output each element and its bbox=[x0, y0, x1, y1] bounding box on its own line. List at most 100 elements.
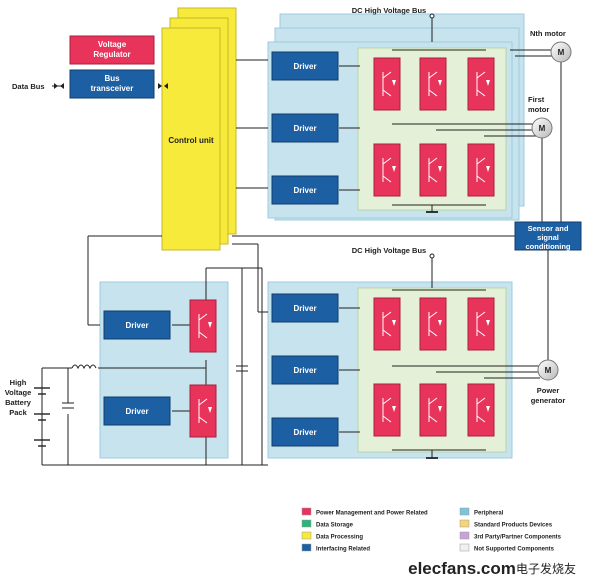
battery-label-1: High bbox=[10, 378, 27, 387]
sensor-label-1: Sensor and bbox=[528, 224, 569, 233]
legend-item: Peripheral bbox=[459, 507, 504, 517]
dc-bus-top-label: DC High Voltage Bus bbox=[352, 6, 426, 15]
legend: Power Management and Power Related Periph… bbox=[301, 507, 562, 553]
driver-block: Driver bbox=[271, 175, 339, 205]
bus-terminal-icon bbox=[429, 253, 435, 259]
capacitor-dc-link bbox=[236, 365, 248, 372]
igbt-switch bbox=[373, 57, 401, 111]
data-bus-arrow-icon bbox=[54, 83, 168, 89]
driver-block: Driver bbox=[271, 417, 339, 447]
driver-label: Driver bbox=[293, 304, 316, 313]
bus-transceiver-block: Bus transceiver bbox=[69, 69, 155, 99]
legend-item: Not Supported Components bbox=[459, 543, 555, 553]
control-unit-label: Control unit bbox=[168, 136, 214, 145]
igbt-switch bbox=[373, 297, 401, 351]
driver-block: Driver bbox=[103, 310, 171, 340]
inductor bbox=[71, 364, 97, 370]
motor-icon: M bbox=[531, 117, 553, 139]
legend-label: Interfacing Related bbox=[316, 547, 370, 553]
motor-symbol-label: M bbox=[558, 48, 565, 57]
legend-swatch bbox=[459, 543, 470, 552]
legend-label: Data Processing bbox=[316, 535, 363, 541]
legend-item: Standard Products Devices bbox=[459, 519, 553, 529]
power-generator-label-1: Power bbox=[537, 386, 560, 395]
driver-block: Driver bbox=[271, 355, 339, 385]
igbt-switch bbox=[467, 297, 495, 351]
legend-label: 3rd Party/Partner Components bbox=[474, 535, 562, 541]
legend-label: Power Management and Power Related bbox=[316, 511, 428, 517]
sensor-label-2: signal bbox=[537, 233, 559, 242]
legend-swatch bbox=[301, 531, 312, 540]
legend-label: Standard Products Devices bbox=[474, 523, 553, 529]
igbt-switch bbox=[419, 297, 447, 351]
motor-icon: M bbox=[537, 359, 559, 381]
legend-item: Data Processing bbox=[301, 531, 363, 541]
legend-label: Not Supported Components bbox=[474, 547, 555, 553]
igbt-switch bbox=[373, 143, 401, 197]
igbt-switch-blocks bbox=[189, 57, 495, 438]
driver-label: Driver bbox=[293, 62, 316, 71]
first-motor-label-1: First bbox=[528, 95, 545, 104]
sensor-conditioning-block: Sensor and signal conditioning bbox=[514, 221, 582, 251]
driver-block: Driver bbox=[271, 51, 339, 81]
driver-block: Driver bbox=[271, 293, 339, 323]
wiring bbox=[41, 18, 562, 466]
igbt-switch bbox=[419, 57, 447, 111]
igbt-switch bbox=[189, 384, 217, 438]
motor-symbols: M M M bbox=[531, 41, 572, 381]
motor-symbol-label: M bbox=[539, 124, 546, 133]
legend-swatch bbox=[301, 543, 312, 552]
motor-symbol-label: M bbox=[545, 366, 552, 375]
watermark-cn: 电子发烧友 bbox=[516, 561, 576, 576]
igbt-switch bbox=[373, 383, 401, 437]
battery-label-2: Voltage bbox=[5, 388, 32, 397]
igbt-switch bbox=[189, 299, 217, 353]
control-unit-stack bbox=[161, 7, 237, 251]
bus-terminal-icon bbox=[429, 13, 435, 19]
driver-block: Driver bbox=[103, 396, 171, 426]
bus-transceiver-label-1: Bus bbox=[104, 74, 120, 83]
driver-label: Driver bbox=[293, 428, 316, 437]
legend-item: Interfacing Related bbox=[301, 543, 370, 553]
driver-label: Driver bbox=[293, 186, 316, 195]
battery-label-4: Pack bbox=[9, 408, 27, 417]
legend-item: 3rd Party/Partner Components bbox=[459, 531, 562, 541]
watermark-brand: elecfans.com bbox=[408, 559, 516, 578]
driver-block: Driver bbox=[271, 113, 339, 143]
legend-swatch bbox=[459, 519, 470, 528]
battery-pack-symbol bbox=[34, 387, 50, 447]
legend-swatch bbox=[459, 531, 470, 540]
igbt-switch bbox=[467, 57, 495, 111]
driver-label: Driver bbox=[293, 366, 316, 375]
driver-label: Driver bbox=[125, 407, 148, 416]
legend-swatch bbox=[459, 507, 470, 516]
capacitor-battery bbox=[62, 402, 74, 409]
driver-label: Driver bbox=[293, 124, 316, 133]
voltage-regulator-block: Voltage Regulator bbox=[69, 35, 155, 65]
data-bus-label: Data Bus bbox=[12, 82, 45, 91]
voltage-regulator-label-2: Regulator bbox=[93, 50, 130, 59]
igbt-switch bbox=[467, 383, 495, 437]
first-motor-label-2: motor bbox=[528, 105, 549, 114]
legend-item: Power Management and Power Related bbox=[301, 507, 428, 517]
driver-blocks: DriverDriverDriverDriverDriverDriverDriv… bbox=[103, 51, 339, 447]
legend-swatch bbox=[301, 507, 312, 516]
voltage-regulator-label-1: Voltage bbox=[98, 40, 127, 49]
driver-label: Driver bbox=[125, 321, 148, 330]
bus-transceiver-label-2: transceiver bbox=[91, 84, 134, 93]
nth-motor-label: Nth motor bbox=[530, 29, 566, 38]
igbt-switch bbox=[419, 383, 447, 437]
battery-pack-label: High Voltage Battery Pack bbox=[5, 378, 32, 417]
legend-item: Data Storage bbox=[301, 519, 354, 529]
dc-bus-bottom-label: DC High Voltage Bus bbox=[352, 246, 426, 255]
motor-icon: M bbox=[550, 41, 572, 63]
legend-swatch bbox=[301, 519, 312, 528]
sensor-label-3: conditioning bbox=[526, 242, 571, 251]
legend-label: Data Storage bbox=[316, 523, 354, 529]
igbt-switch bbox=[467, 143, 495, 197]
ground-icon bbox=[426, 211, 438, 459]
igbt-switch bbox=[419, 143, 447, 197]
power-generator-label-2: generator bbox=[531, 396, 566, 405]
battery-label-3: Battery bbox=[5, 398, 32, 407]
